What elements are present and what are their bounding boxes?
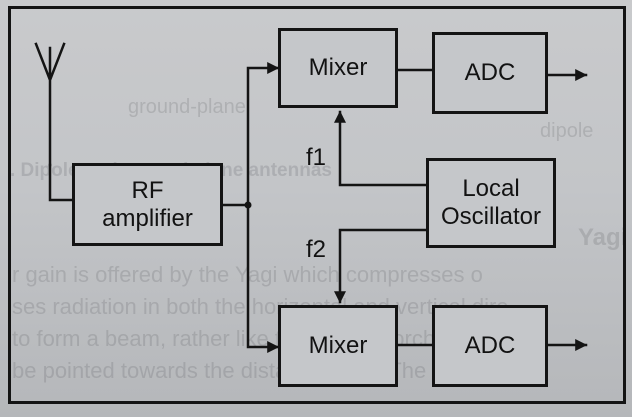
ghost-line-2: ses radiation in both the horizontal and… [12, 294, 509, 319]
line-to-bottom-mixer [246, 203, 280, 353]
ghost-heading: Yagi [578, 224, 628, 251]
split-junction [244, 201, 252, 209]
f2-label: f2 [306, 236, 327, 263]
mixer-top-block: Mixer [278, 28, 398, 108]
ghost-dipole: dipole [540, 120, 594, 142]
ghost-ground-plane: ground-plane [128, 96, 246, 118]
adc-top-label: ADC [464, 59, 516, 86]
mixer-top-label: Mixer [308, 54, 368, 81]
rf-amplifier-label-line-2: amplifier [102, 204, 193, 232]
mixer-bottom-label: Mixer [308, 332, 368, 359]
local-oscillator-label-line-1: Local [462, 175, 520, 202]
antenna-feed-line [48, 163, 74, 202]
adc-top-block: ADC [432, 32, 548, 114]
mixer-bottom-block: Mixer [278, 305, 398, 387]
ghost-line-4: be pointed towards the distant station. … [12, 358, 505, 383]
f1-label: f1 [306, 144, 327, 171]
figure-frame [8, 6, 626, 404]
local-oscillator-label-line-2: Oscillator [440, 203, 542, 230]
adc-bottom-block: ADC [432, 305, 548, 387]
adc-bottom-label: ADC [464, 332, 516, 359]
antenna-icon [34, 42, 66, 167]
rf-amplifier-block: RF amplifier [72, 163, 223, 246]
rf-amplifier-label-line-1: RF [131, 176, 164, 204]
f1-line [334, 110, 428, 187]
line-to-top-mixer [246, 62, 280, 207]
f2-line [334, 228, 428, 304]
local-oscillator-block: Local Oscillator [426, 158, 556, 248]
